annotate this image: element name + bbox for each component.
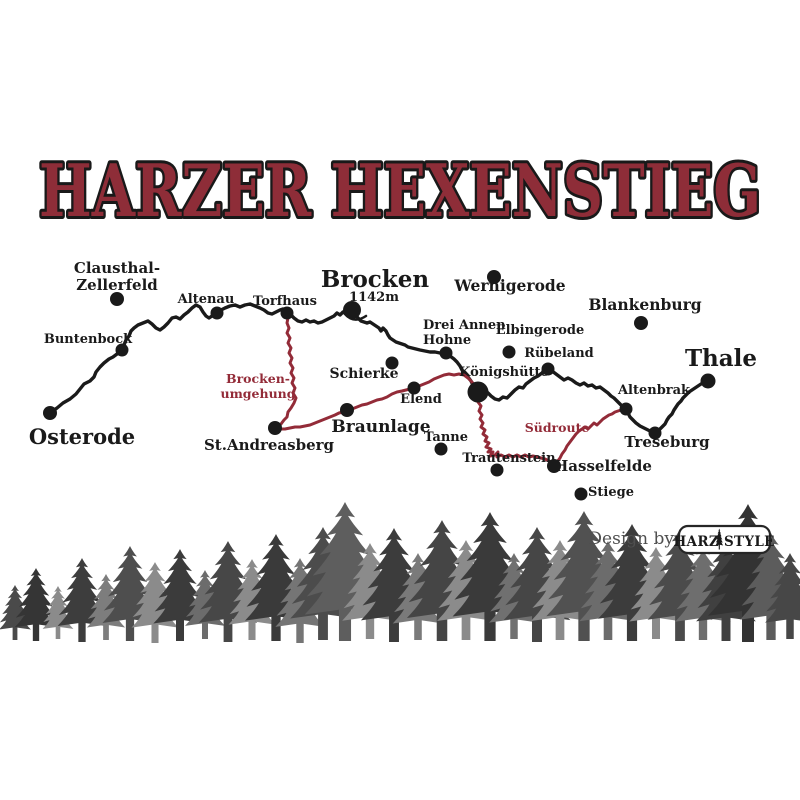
town-label-clausthal-zellerfeld: Clausthal- [74, 259, 160, 277]
town-dot-brocken [343, 301, 361, 319]
town-label-thale: Thale [685, 345, 757, 372]
trail-routes [48, 302, 710, 468]
badge-text-style: STYLE [724, 534, 775, 550]
town-label-ruebeland: Rübeland [524, 346, 594, 361]
town-dot-altenbrak [619, 402, 633, 416]
forest-silhouette [0, 502, 800, 643]
town-label-hasselfelde: Hasselfelde [554, 457, 652, 475]
town-label-drei-annen-hohne: Hohne [423, 333, 471, 348]
town-dot-schierke [385, 356, 399, 370]
town-dot-blankenburg [634, 316, 648, 330]
town-label-st-andreasberg: St.Andreasberg [204, 436, 335, 454]
town-dot-elbingerode [502, 345, 516, 359]
town-label-blankenburg: Blankenburg [588, 295, 701, 314]
town-dot-osterode [43, 406, 57, 420]
town-dot-thale [700, 373, 716, 389]
town-label-osterode: Osterode [29, 424, 135, 449]
town-dot-ruebeland [541, 362, 555, 376]
town-dot-stiege [574, 487, 588, 501]
route-main [48, 302, 710, 435]
route-label-suedroute: Südroute [525, 420, 590, 435]
design-by-text: Design by [588, 529, 674, 549]
poster-title: HARZER HEXENSTIEG [39, 148, 761, 233]
town-dot-hasselfelde [547, 459, 561, 473]
town-dot-torfhaus [280, 306, 294, 320]
town-dot-elend [407, 381, 421, 395]
town-label-schierke: Schierke [329, 366, 398, 382]
town-label-elbingerode: Elbingerode [496, 323, 585, 338]
harzstyle-badge: HARZ STYLE [673, 524, 775, 555]
town-label-altenau: Altenau [177, 292, 235, 307]
town-dot-treseburg [648, 426, 662, 440]
town-label-torfhaus: Torfhaus [253, 294, 317, 309]
town-label-clausthal-zellerfeld: Zellerfeld [76, 276, 158, 294]
town-dot-koenigshuette [467, 381, 489, 403]
town-dot-tanne [434, 442, 448, 456]
route-label-brockenumgehung: umgehung [220, 386, 295, 401]
town-markers: OsterodeClausthal-ZellerfeldBuntenbockAl… [29, 259, 757, 501]
town-label-braunlage: Braunlage [331, 417, 430, 437]
town-label-wernigerode: Wernigerode [453, 276, 565, 295]
town-label-drei-annen-hohne: Drei Annen [423, 318, 506, 333]
elevation-label-brocken: 1142m [349, 290, 399, 305]
town-dot-braunlage [340, 403, 354, 417]
town-dot-buntenbock [115, 343, 129, 357]
town-label-koenigshuette: Königshütte [459, 365, 549, 380]
town-label-brocken: Brocken [321, 266, 429, 293]
town-label-buntenbock: Buntenbock [44, 332, 133, 347]
badge-border [677, 524, 772, 555]
town-dot-clausthal-zellerfeld [110, 292, 124, 306]
summit-mark [343, 312, 368, 321]
town-label-elend: Elend [400, 392, 442, 407]
town-dot-altenau [210, 306, 224, 320]
town-dot-wernigerode [487, 270, 501, 284]
town-dot-trautenstein [490, 463, 504, 477]
route-label-brockenumgehung: Brocken- [226, 371, 290, 386]
route-brockenumgehung [273, 311, 480, 431]
town-label-trautenstein: Trautenstein [462, 451, 556, 466]
town-dot-st-andreasberg [268, 421, 282, 435]
town-label-tanne: Tanne [424, 430, 468, 445]
badge-text-harz: HARZ [673, 534, 719, 550]
branding: Design by HARZ STYLE [588, 524, 775, 555]
route-suedroute [476, 390, 628, 468]
town-label-stiege: Stiege [588, 485, 634, 500]
town-label-treseburg: Treseburg [624, 433, 710, 451]
town-label-altenbrak: Altenbrak [617, 383, 691, 398]
town-dot-drei-annen-hohne [439, 346, 453, 360]
